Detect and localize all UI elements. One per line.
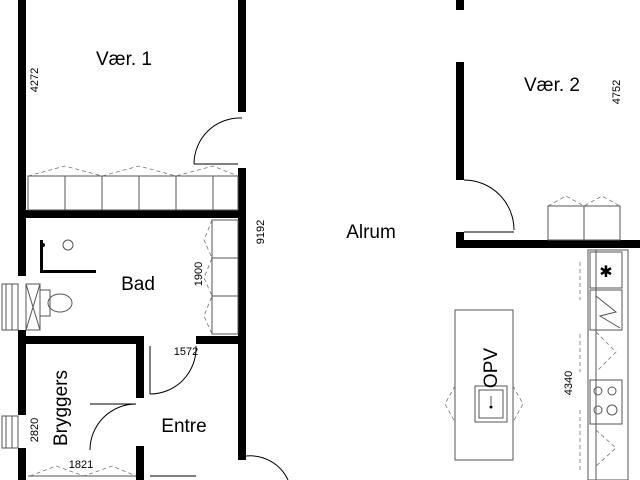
dimension-4752: 4752	[611, 80, 623, 104]
room-label-vaer2: Vær. 2	[524, 75, 580, 96]
room-label-entre: Entre	[161, 416, 206, 437]
hob-icon	[589, 379, 623, 425]
dimension-1572: 1572	[174, 346, 198, 358]
window-icon	[1, 415, 19, 449]
fridge-icon	[589, 251, 623, 289]
room-label-bryggers: Bryggers	[51, 370, 72, 446]
kitchen-island	[454, 309, 514, 461]
dimension-9192: 9192	[255, 220, 267, 244]
bryggers-fixtures	[1, 415, 137, 477]
island-label-opv: OPV	[481, 348, 502, 388]
room-label-vaer1: Vær. 1	[96, 49, 152, 70]
dimension-4340: 4340	[563, 371, 575, 395]
dimension-4272: 4272	[29, 68, 41, 92]
sink-icon	[474, 385, 508, 423]
kitchen: ✱	[444, 249, 629, 480]
bad-fixtures	[1, 219, 239, 335]
shower-icon	[62, 239, 74, 251]
room-label-bad: Bad	[121, 274, 155, 295]
dimension-1821: 1821	[69, 459, 93, 471]
door-swings	[89, 117, 515, 480]
dimension-2820: 2820	[29, 418, 41, 442]
dimension-labels: 4272 4752 9192 1900 1572 2820 1821 4340	[29, 68, 623, 471]
snowflake-icon: ✱	[599, 262, 612, 281]
wardrobe-vaer2	[547, 195, 621, 241]
room-labels: Vær. 1 Vær. 2 Alrum Bad Entre Bryggers O…	[51, 49, 580, 446]
walls	[18, 0, 640, 480]
window-icon	[1, 283, 19, 331]
dimension-1900: 1900	[193, 262, 205, 286]
toilet-icon	[39, 289, 73, 317]
wardrobes-vaer1	[27, 165, 239, 211]
room-label-alrum: Alrum	[346, 222, 396, 243]
